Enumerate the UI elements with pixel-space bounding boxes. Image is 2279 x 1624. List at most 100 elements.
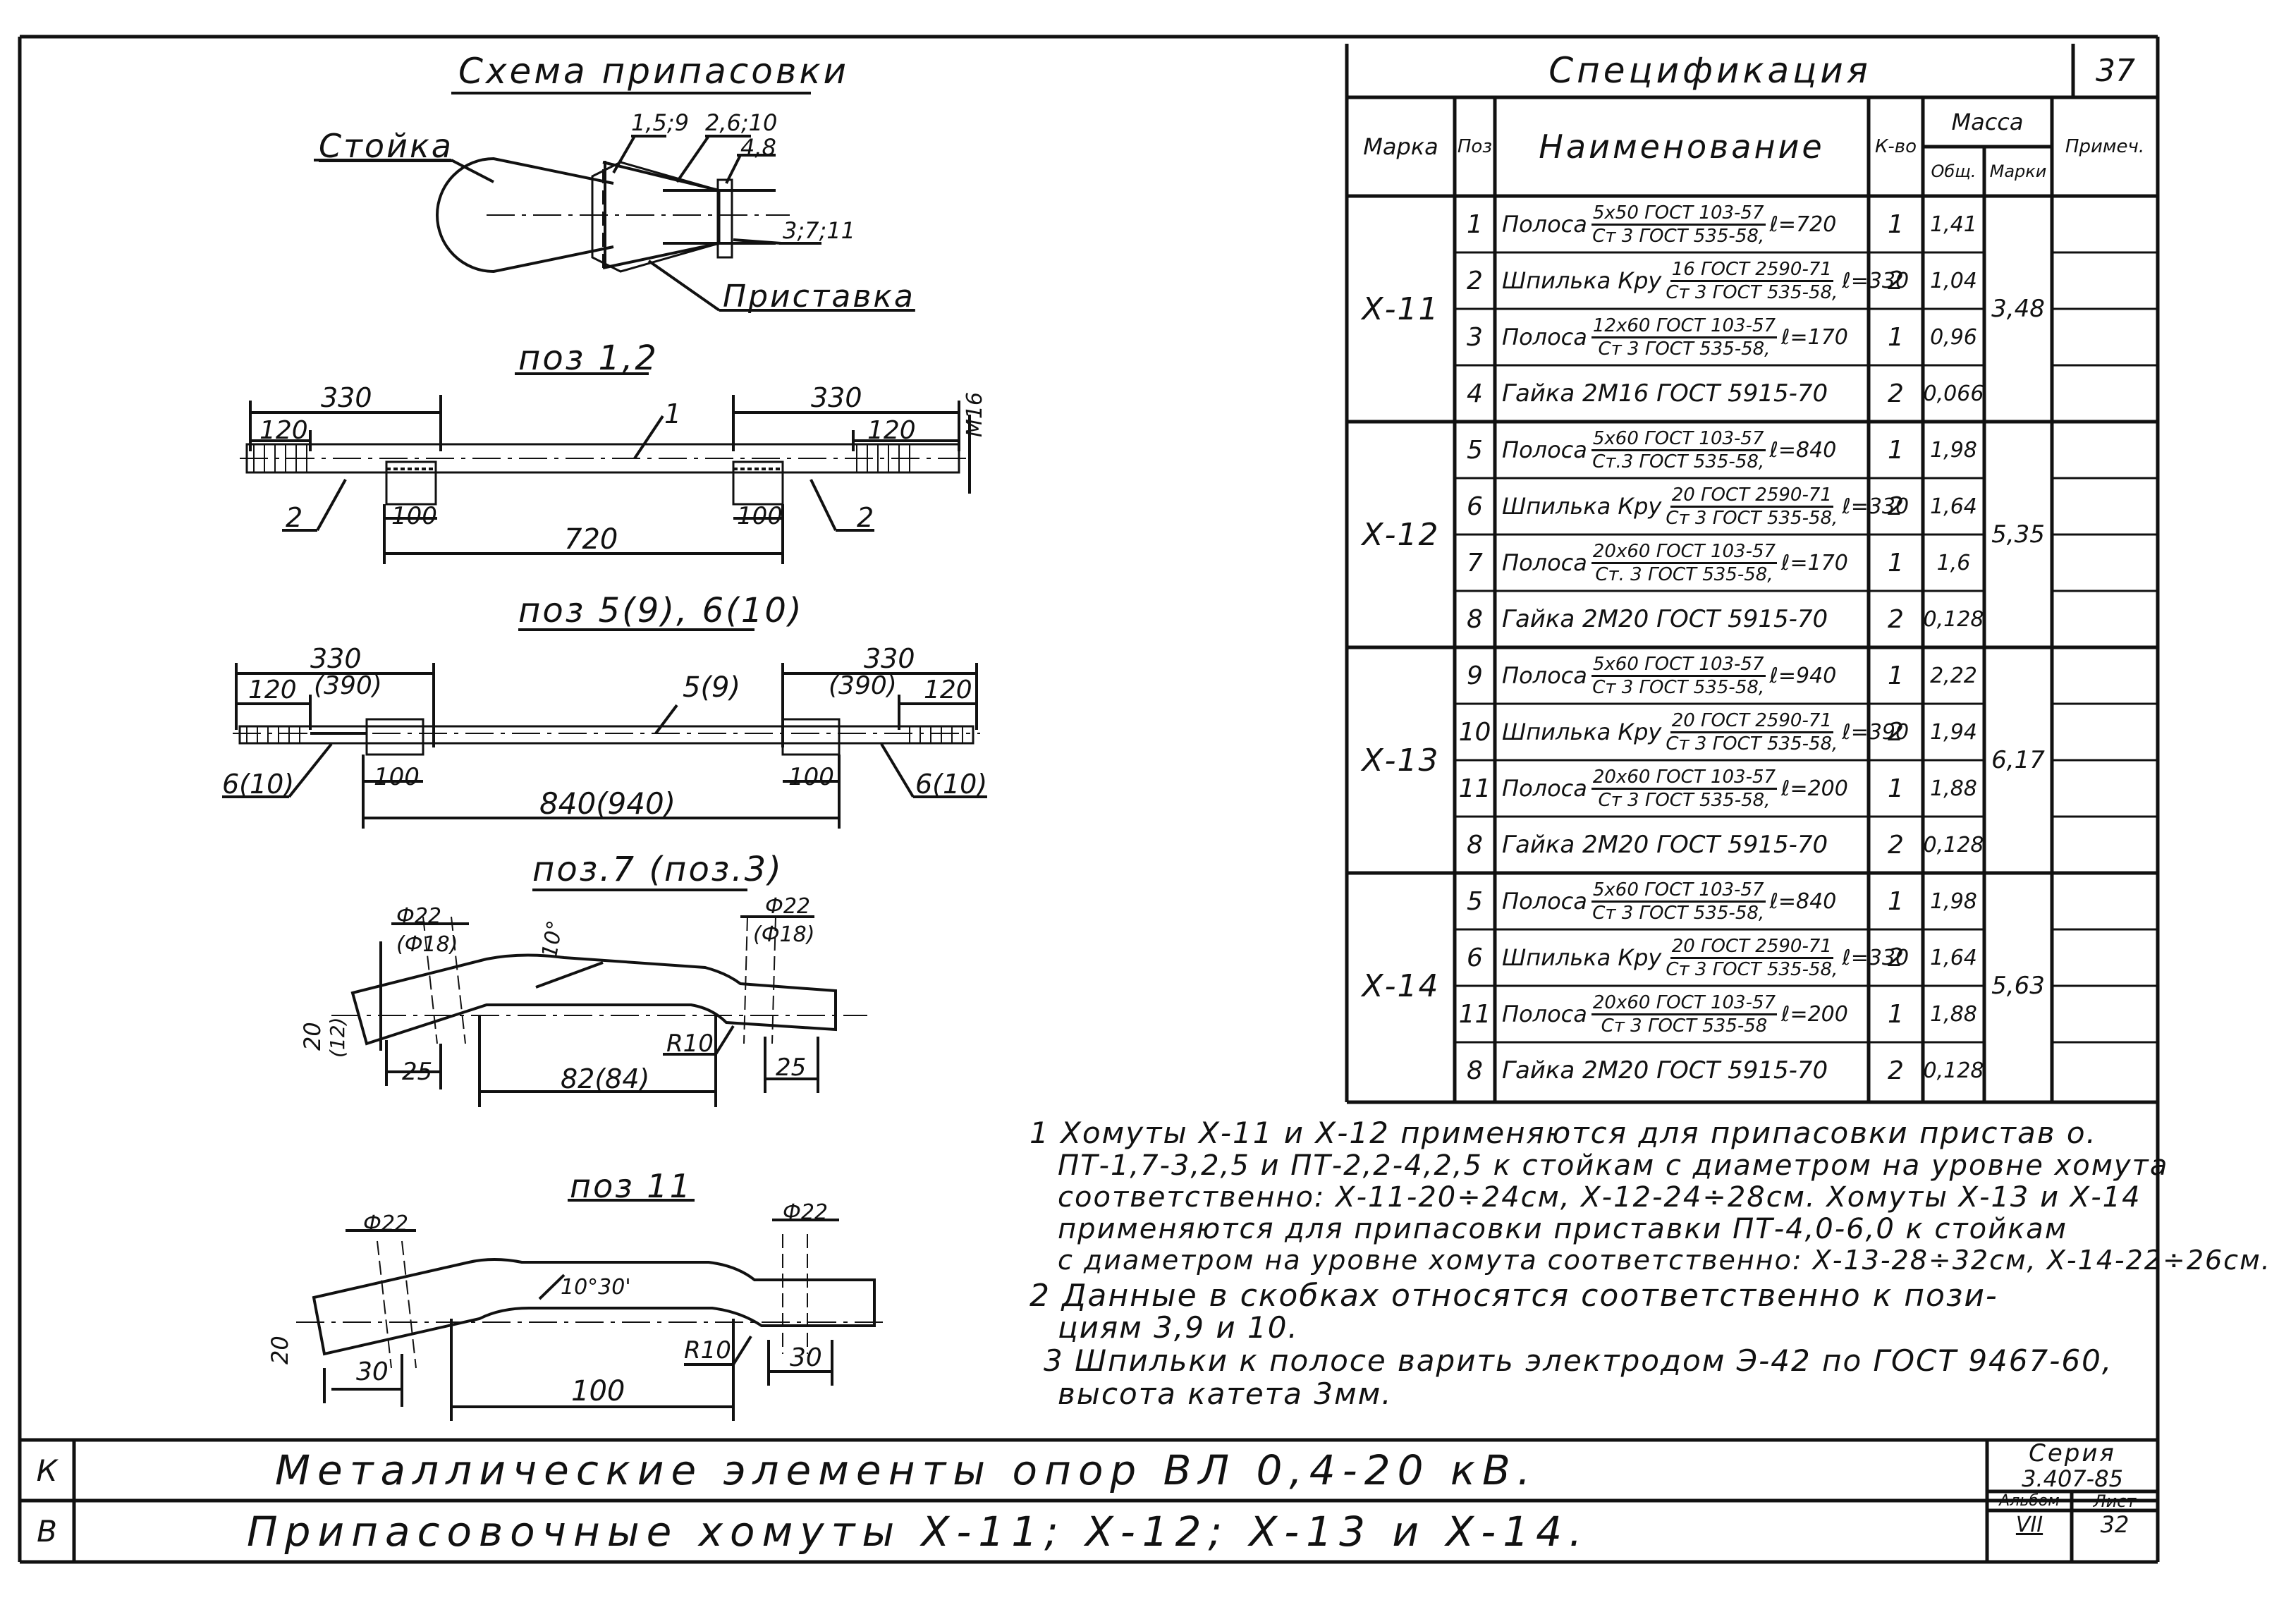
poz56-dim-100-right: 100 xyxy=(788,763,834,791)
poz73-phi22-right: Ф22 xyxy=(765,894,810,919)
spec-row-mass: 1,41 xyxy=(1930,212,1977,237)
poz56-dim-390-left: (390) xyxy=(314,671,382,700)
spec-row-qty: 2 xyxy=(1888,379,1904,408)
spec-row-poz: 8 xyxy=(1467,830,1483,860)
poz56-dim-100-left: 100 xyxy=(374,763,420,791)
spec-row-qty: 2 xyxy=(1888,943,1904,972)
spec-row-poz: 9 xyxy=(1467,661,1483,690)
poz11-angle: 10°30' xyxy=(561,1275,631,1300)
spec-row-profile: 12х60 ГОСТ 103-57 xyxy=(1591,315,1778,338)
sheet-label: Лист xyxy=(2093,1491,2137,1511)
spec-row-poz: 8 xyxy=(1467,604,1483,634)
spec-row-mass: 0,96 xyxy=(1930,324,1977,350)
spec-row-kind: Шпилька Кру xyxy=(1502,944,1662,971)
spec-row-material: Ст 3 ГОСТ 535-58, xyxy=(1666,958,1838,980)
spec-row-mass: 0,128 xyxy=(1923,1058,1984,1083)
spec-row-poz: 6 xyxy=(1467,943,1483,972)
album-label: Альбом xyxy=(1999,1492,2060,1510)
spec-row-poz: 11 xyxy=(1458,999,1491,1029)
series-label: Серия xyxy=(2029,1439,2116,1467)
scheme-callout-b: 2,6;10 xyxy=(705,109,778,136)
scheme-label-stoika: Стойка xyxy=(319,127,453,165)
spec-row-qty: 2 xyxy=(1888,604,1904,634)
spec-row-length: ℓ=840 xyxy=(1769,437,1837,463)
spec-group-mass: 6,17 xyxy=(1991,746,2045,774)
poz56-pos-59: 5(9) xyxy=(683,671,741,704)
spec-row-qty: 1 xyxy=(1888,999,1904,1029)
scheme-callout-a: 1,5;9 xyxy=(631,109,690,136)
spec-row-material: Ст 3 ГОСТ 535-58, xyxy=(1592,676,1765,698)
spec-row-profile: 20 ГОСТ 2590-71 xyxy=(1670,484,1833,508)
poz73-dim-82: 82(84) xyxy=(561,1063,650,1094)
spec-title: Спецификация xyxy=(1548,50,1871,91)
note-line: ПТ-1,7-3,2,5 и ПТ-2,2-4,2,5 к стойкам с … xyxy=(1058,1149,2169,1182)
spec-row-mass: 1,98 xyxy=(1930,437,1977,463)
spec-row-profile: 20х60 ГОСТ 103-57 xyxy=(1591,767,1778,790)
spec-row-poz: 6 xyxy=(1467,492,1483,521)
spec-row-poz: 1 xyxy=(1467,209,1483,239)
poz12-dim-120-right: 120 xyxy=(867,416,916,445)
spec-row-length: ℓ=840 xyxy=(1769,889,1837,914)
note-line: высота катета 3мм. xyxy=(1058,1376,1393,1411)
spec-row-length: ℓ=390 xyxy=(1842,719,1910,745)
spec-row-poz: 4 xyxy=(1467,379,1483,408)
spec-row-material: Ст 3 ГОСТ 535-58, xyxy=(1666,733,1838,755)
spec-row-poz: 7 xyxy=(1467,548,1483,578)
poz73-dim-25-left: 25 xyxy=(402,1058,433,1086)
spec-row-poz: 2 xyxy=(1467,266,1483,295)
spec-row-length: ℓ=170 xyxy=(1781,324,1848,350)
spec-row-qty: 2 xyxy=(1888,830,1904,860)
spec-row-kind: Гайка 2М20 ГОСТ 5915-70 xyxy=(1502,605,1828,633)
poz56-pos-610-left: 6(10) xyxy=(222,769,295,800)
spec-row-kind: Полоса xyxy=(1502,211,1587,238)
spec-group-mass: 5,35 xyxy=(1991,520,2045,549)
spec-row-length: ℓ=200 xyxy=(1781,776,1848,801)
spec-row-mass: 1,6 xyxy=(1936,550,1971,575)
spec-row-profile: 5х60 ГОСТ 103-57 xyxy=(1591,654,1766,677)
spec-row-name: Гайка 2М16 ГОСТ 5915-70 xyxy=(1495,365,1869,422)
poz12-pos-2-left: 2 xyxy=(286,502,303,533)
spec-header-mass-marka: Марки xyxy=(1989,161,2047,181)
sheet-value: 32 xyxy=(2100,1511,2130,1538)
spec-header-poz: Поз xyxy=(1457,136,1493,157)
poz12-dim-330-right: 330 xyxy=(811,382,862,413)
spec-row-profile: 20 ГОСТ 2590-71 xyxy=(1670,936,1833,959)
note-line: применяются для припасовки приставки ПТ-… xyxy=(1058,1213,2067,1245)
spec-row-material: Ст 3 ГОСТ 535-58 xyxy=(1601,1015,1768,1037)
spec-row-kind: Полоса xyxy=(1502,775,1587,802)
spec-row-profile: 20х60 ГОСТ 103-57 xyxy=(1591,541,1778,564)
spec-row-mass: 1,88 xyxy=(1930,1001,1977,1027)
poz12-dim-100-left: 100 xyxy=(391,502,437,530)
spec-header-note: Примеч. xyxy=(2065,136,2145,157)
spec-row-poz: 3 xyxy=(1467,322,1483,352)
note-line: циям 3,9 и 10. xyxy=(1058,1310,1299,1345)
spec-row-poz: 5 xyxy=(1467,886,1483,916)
title-line-2: Припасовочные хомуты Х-11; Х-12; Х-13 и … xyxy=(247,1507,1589,1556)
spec-row-length: ℓ=940 xyxy=(1769,663,1837,688)
poz56-dim-840: 840(940) xyxy=(539,786,676,821)
spec-row-kind: Гайка 2М16 ГОСТ 5915-70 xyxy=(1502,379,1828,408)
spec-group-marka: Х-11 xyxy=(1362,291,1440,327)
poz56-pos-610-right: 6(10) xyxy=(915,769,988,800)
spec-row-length: ℓ=330 xyxy=(1842,494,1910,519)
note-line: 2 Данные в скобках относятся соответстве… xyxy=(1029,1278,1998,1314)
spec-row-name: Гайка 2М20 ГОСТ 5915-70 xyxy=(1495,591,1869,647)
spec-row-length: ℓ=720 xyxy=(1769,212,1837,237)
poz73-radius: R10 xyxy=(666,1030,714,1058)
spec-row-qty: 1 xyxy=(1888,886,1904,916)
